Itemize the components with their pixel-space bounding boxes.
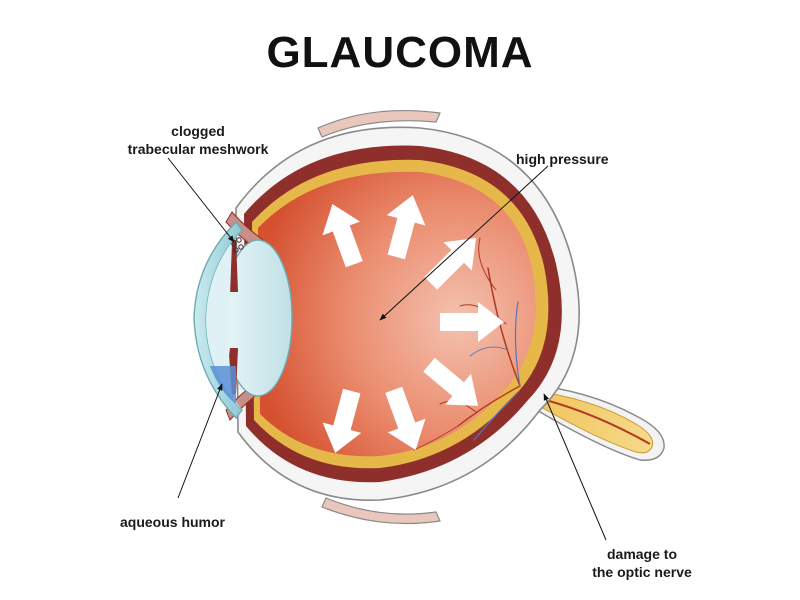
label-optic-line1: damage to: [606, 546, 677, 562]
label-trabecular-meshwork: clogged trabecular meshwork: [118, 122, 278, 158]
diagram-title: GLAUCOMA: [266, 28, 534, 77]
label-trabecular-line2: trabecular meshwork: [127, 141, 269, 157]
label-trabecular-line1: clogged: [171, 123, 225, 139]
label-aqueous-humor: aqueous humor: [120, 514, 226, 530]
optic-nerve: [527, 389, 654, 454]
pressure-arrow-4: [440, 302, 504, 342]
pressure-arrow-3: [424, 237, 477, 290]
anterior-chamber: [206, 230, 242, 410]
leader-line-optic-nerve: [543, 393, 607, 541]
pressure-arrows: [322, 195, 504, 453]
leader-line-aqueous: [177, 383, 223, 499]
leader-line-high-pressure: [379, 165, 549, 321]
pressure-arrow-6: [385, 386, 426, 450]
pressure-arrow-7: [322, 388, 362, 453]
pressure-arrow-5: [423, 357, 479, 406]
label-optic-nerve-damage: damage to the optic nerve: [572, 545, 712, 581]
label-optic-line2: the optic nerve: [592, 564, 692, 580]
label-high-pressure: high pressure: [516, 151, 609, 167]
pressure-arrow-1: [322, 204, 363, 268]
upper-eyelid-muscle: [317, 109, 441, 138]
aqueous-humor-fluid: [210, 366, 236, 404]
pressure-arrow-2: [386, 195, 426, 260]
leader-line-trabecular: [167, 157, 235, 243]
lower-eyelid-muscle: [321, 497, 441, 525]
retinal-vessels: [413, 237, 521, 451]
